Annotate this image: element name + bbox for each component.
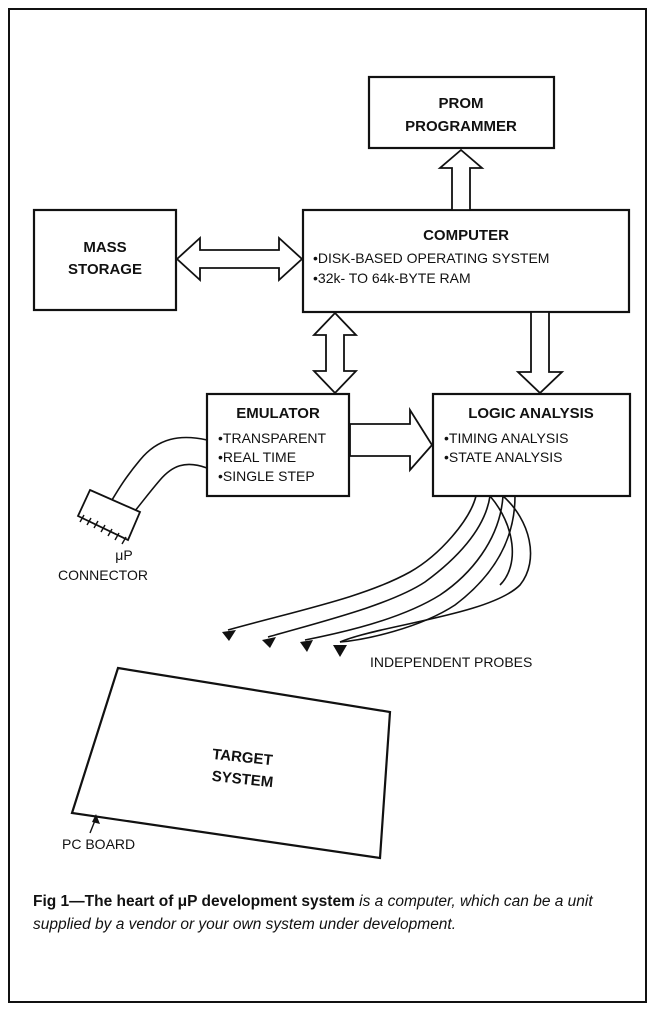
mass-label-line1: MASS: [83, 239, 126, 256]
computer-to-prom-arrow: [437, 148, 485, 211]
pc-board-pointer: [89, 814, 100, 834]
computer-emulator-double-arrow: [311, 311, 359, 395]
target-label-line1: TARGET: [211, 746, 273, 769]
mass-label-line2: STORAGE: [68, 261, 142, 278]
target-system-board: TARGET SYSTEM: [70, 666, 392, 860]
emulator-title: EMULATOR: [236, 405, 320, 422]
computer-to-logic-arrow: [515, 311, 565, 395]
probe-arrowhead: [262, 637, 276, 648]
probe-arrowhead: [333, 645, 347, 657]
probe-arrowhead: [300, 640, 313, 652]
emulator-item: •REAL TIME: [218, 449, 296, 465]
emulator-cable: [111, 436, 208, 513]
target-label-line2: SYSTEM: [211, 768, 274, 791]
logic-item: •STATE ANALYSIS: [444, 449, 563, 465]
probe-arrowhead: [222, 630, 236, 641]
figure-caption: Fig 1—The heart of μP development system…: [33, 890, 633, 936]
connector-label: CONNECTOR: [58, 567, 148, 583]
caption-bold: Fig 1—The heart of μP development system: [33, 893, 355, 910]
logic-analysis-box: LOGIC ANALYSIS •TIMING ANALYSIS •STATE A…: [431, 392, 632, 498]
emulator-item: •SINGLE STEP: [218, 468, 315, 484]
up-connector-icon: [76, 488, 142, 545]
logic-title: LOGIC ANALYSIS: [468, 405, 594, 422]
emulator-box: EMULATOR •TRANSPARENT •REAL TIME •SINGLE…: [205, 392, 351, 498]
logic-item: •TIMING ANALYSIS: [444, 430, 568, 446]
prom-label-line1: PROM: [439, 95, 484, 112]
emulator-to-logic-arrow: [349, 406, 434, 473]
up-label: μP: [115, 547, 132, 563]
figure-frame: [8, 8, 647, 1003]
independent-probes: [227, 495, 532, 643]
prom-label-line2: PROGRAMMER: [405, 118, 517, 135]
computer-item: •DISK-BASED OPERATING SYSTEM: [313, 250, 549, 266]
mass-storage-box: MASS STORAGE: [32, 208, 178, 312]
computer-title: COMPUTER: [423, 227, 509, 244]
computer-box: COMPUTER •DISK-BASED OPERATING SYSTEM •3…: [301, 208, 631, 314]
probes-label: INDEPENDENT PROBES: [370, 654, 532, 670]
prom-programmer-box: PROM PROGRAMMER: [367, 75, 556, 150]
pc-board-label: PC BOARD: [62, 836, 135, 852]
caption-italic: is a computer, which can be a unit suppl…: [33, 893, 593, 933]
computer-item: •32k- TO 64k-BYTE RAM: [313, 270, 471, 286]
mass-computer-double-arrow: [175, 235, 304, 283]
emulator-item: •TRANSPARENT: [218, 430, 327, 446]
